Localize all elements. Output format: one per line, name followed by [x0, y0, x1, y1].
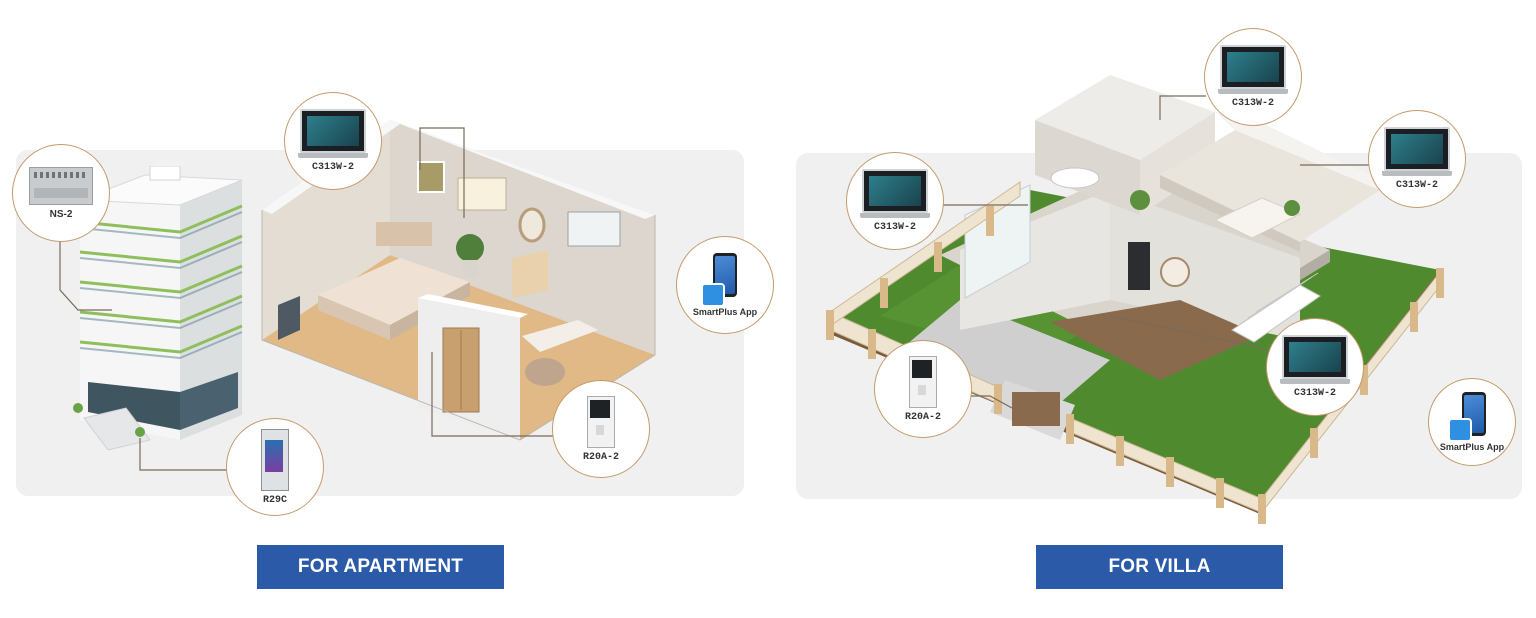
monitor-icon [1220, 45, 1286, 89]
apartment-banner[interactable]: FOR APARTMENT [257, 545, 504, 589]
monitor-stand [860, 213, 930, 218]
monitor-stand [1218, 89, 1288, 94]
villa-monitor-living-label: C313W-2 [1293, 388, 1336, 399]
ns2-callout[interactable]: NS-2 [12, 144, 110, 242]
monitor-icon [1384, 127, 1450, 171]
smartphone-app-icon [695, 253, 755, 307]
building-station-label: R29C [262, 494, 287, 506]
apartment-monitor-label: C313W-2 [311, 162, 354, 173]
outdoor-station-icon [261, 428, 289, 491]
villa-monitor-top-callout[interactable]: C313W-2 [1204, 28, 1302, 126]
villa-monitor-left-label: C313W-2 [873, 222, 916, 233]
apartment-app-callout[interactable]: SmartPlus App [676, 236, 774, 334]
villa-banner[interactable]: FOR VILLA [1036, 545, 1283, 589]
door-phone-icon [909, 355, 937, 408]
monitor-stand [1280, 379, 1350, 384]
villa-monitor-right-label: C313W-2 [1395, 180, 1438, 191]
monitor-icon [862, 169, 928, 213]
monitor-icon [300, 109, 366, 153]
villa-monitor-right-callout[interactable]: C313W-2 [1368, 110, 1466, 208]
monitor-stand [1382, 171, 1452, 176]
villa-monitor-living-callout[interactable]: C313W-2 [1266, 318, 1364, 416]
smartphone-app-icon [1444, 392, 1500, 442]
villa-app-label: SmartPlus App [1439, 442, 1505, 452]
villa-monitor-left-callout[interactable]: C313W-2 [846, 152, 944, 250]
villa-app-callout[interactable]: SmartPlus App [1428, 378, 1516, 466]
building-illustration [73, 160, 243, 451]
villa-door-label: R20A-2 [904, 411, 941, 423]
villa-door-callout[interactable]: R20A-2 [874, 340, 972, 438]
apartment-app-label: SmartPlus App [692, 307, 758, 317]
monitor-icon [1282, 335, 1348, 379]
villa-monitor-top-label: C313W-2 [1231, 98, 1274, 109]
monitor-stand [298, 153, 368, 158]
apartment-door-callout[interactable]: R20A-2 [552, 380, 650, 478]
door-phone-icon [587, 395, 615, 448]
apartment-monitor-callout[interactable]: C313W-2 [284, 92, 382, 190]
building-station-callout[interactable]: R29C [226, 418, 324, 516]
network-switch-icon [29, 166, 93, 205]
apartment-door-label: R20A-2 [582, 451, 619, 463]
villa-illustration [826, 75, 1444, 524]
ns2-label: NS-2 [49, 208, 73, 220]
connector-lines [59, 95, 1370, 471]
